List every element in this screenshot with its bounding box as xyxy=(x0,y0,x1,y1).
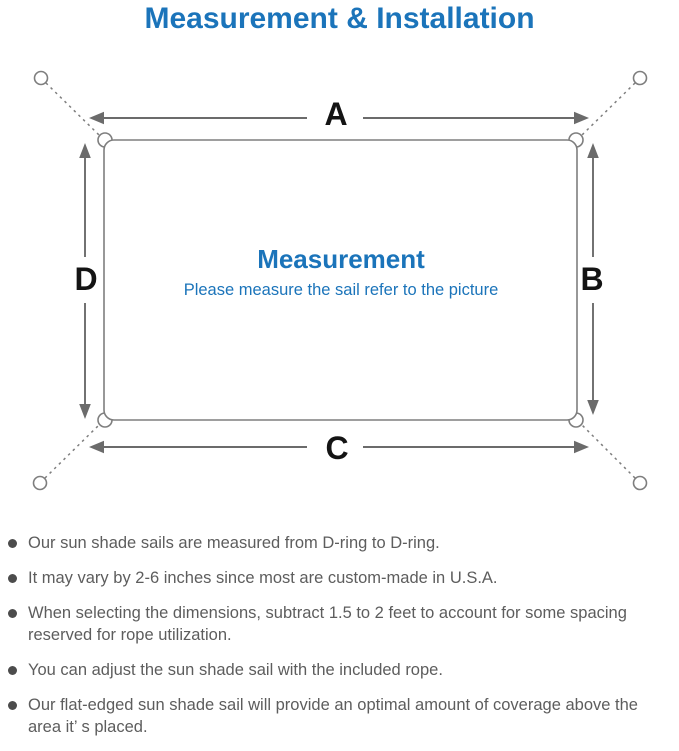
bullet-dot-icon xyxy=(8,573,17,583)
page-title: Measurement & Installation xyxy=(144,2,535,35)
center-subheading: Please measure the sail refer to the pic… xyxy=(184,281,499,299)
arrow-up-icon xyxy=(79,143,91,158)
dimension-label-a: A xyxy=(324,96,347,132)
arrow-down-icon xyxy=(587,400,599,415)
list-item: When selecting the dimensions, subtract … xyxy=(8,602,668,646)
anchor-point-bottom-right-icon xyxy=(632,475,648,491)
list-item: Our flat-edged sun shade sail will provi… xyxy=(8,694,668,738)
instruction-bullet-list: Our sun shade sails are measured from D-… xyxy=(8,532,668,751)
list-item: It may vary by 2-6 inches since most are… xyxy=(8,567,668,589)
bullet-text: It may vary by 2-6 inches since most are… xyxy=(28,569,498,587)
arrow-left-icon xyxy=(89,111,104,125)
bullet-dot-icon xyxy=(8,665,17,675)
measurement-diagram: A C D B Measurement Please measure the s… xyxy=(32,70,648,491)
bullet-dot-icon xyxy=(8,608,17,618)
center-heading: Measurement xyxy=(257,244,425,274)
dimension-c: C xyxy=(89,430,589,466)
dimension-label-d: D xyxy=(74,261,97,297)
rope-dashed-line-top-left xyxy=(45,82,100,136)
dimension-d: D xyxy=(74,143,98,419)
bullet-text: Our flat-edged sun shade sail will provi… xyxy=(28,696,638,736)
arrow-down-icon xyxy=(79,404,91,419)
shade-sail-outline xyxy=(103,139,578,421)
dimension-label-b: B xyxy=(580,261,603,297)
dimension-a: A xyxy=(89,96,589,132)
dimension-b: B xyxy=(580,143,604,415)
arrow-up-icon xyxy=(587,143,599,158)
anchor-point-top-right-icon xyxy=(632,70,648,86)
anchor-point-top-left-icon xyxy=(33,70,49,86)
bullet-text: Our sun shade sails are measured from D-… xyxy=(28,534,440,552)
arrow-right-icon xyxy=(574,111,589,125)
list-item: Our sun shade sails are measured from D-… xyxy=(8,532,668,554)
rope-dashed-line-top-right xyxy=(581,82,636,136)
bullet-text: When selecting the dimensions, subtract … xyxy=(28,604,627,644)
rope-dashed-line-bottom-right xyxy=(581,424,636,479)
list-item: You can adjust the sun shade sail with t… xyxy=(8,659,668,681)
rope-dashed-line-bottom-left xyxy=(44,424,100,479)
anchor-point-bottom-left-icon xyxy=(32,475,48,491)
bullet-text: You can adjust the sun shade sail with t… xyxy=(28,661,443,679)
arrow-right-icon xyxy=(574,440,589,454)
bullet-dot-icon xyxy=(8,700,17,710)
bullet-dot-icon xyxy=(8,538,17,548)
arrow-left-icon xyxy=(89,440,104,454)
dimension-label-c: C xyxy=(325,430,348,466)
